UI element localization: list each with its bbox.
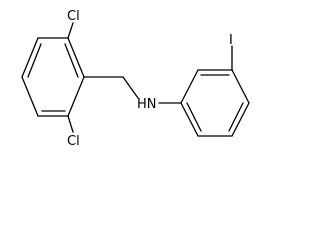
double-bond-inner	[27, 43, 42, 78]
dichlorophenyl-ring	[21, 37, 85, 117]
bond-to-cl-bottom	[67, 115, 74, 133]
bond-to-cl-top	[67, 22, 74, 39]
iodophenyl-ring	[180, 69, 250, 137]
atom-label-cl-bottom: Cl	[67, 134, 80, 149]
atom-label-iodine: I	[229, 33, 233, 48]
bond	[180, 69, 199, 104]
structure-diagram: Cl Cl HN I	[21, 9, 250, 149]
substituent-bonds	[67, 22, 182, 133]
bond-ch2-to-nh	[122, 76, 139, 99]
bond	[231, 102, 250, 137]
atom-label-nh: HN	[137, 97, 157, 112]
double-bond-inner	[186, 102, 202, 132]
bond	[21, 76, 39, 117]
double-bond-inner	[228, 102, 244, 132]
bond	[231, 69, 250, 104]
bond	[21, 37, 39, 78]
atom-label-cl-top: Cl	[67, 9, 80, 24]
bond	[67, 76, 85, 117]
bond	[67, 37, 85, 78]
bond	[180, 102, 199, 137]
double-bond-inner	[64, 43, 79, 78]
